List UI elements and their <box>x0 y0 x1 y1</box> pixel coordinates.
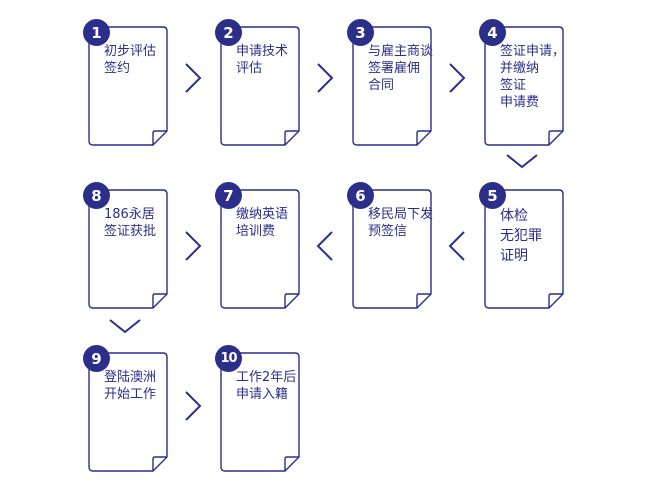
card-outline <box>484 189 564 309</box>
step-card-8: 8 186永居 签证获批 <box>83 182 183 310</box>
card-outline <box>88 189 168 309</box>
step-label: 缴纳英语 培训费 <box>236 207 289 239</box>
step-label: 186永居 签证获批 <box>104 207 157 239</box>
step-card-2: 2 申请技术 评估 <box>215 19 315 147</box>
step-card-1: 1 初步评估 签约 <box>83 19 183 147</box>
step-label: 申请技术 评估 <box>236 44 289 76</box>
step-number-badge: 2 <box>215 19 242 46</box>
step-number-badge: 5 <box>479 182 506 209</box>
step-number-badge: 8 <box>83 182 110 209</box>
step-card-9: 9 登陆澳洲 开始工作 <box>83 345 183 473</box>
card-outline <box>352 189 432 309</box>
step-number-badge: 4 <box>479 19 506 46</box>
arrow-left-icon <box>448 230 466 262</box>
step-label: 登陆澳洲 开始工作 <box>104 370 157 402</box>
arrow-right-icon <box>448 62 466 94</box>
card-outline <box>352 26 432 146</box>
step-number-badge: 7 <box>215 182 242 209</box>
step-card-6: 6 移民局下发 预签信 <box>347 182 447 310</box>
step-label: 签证申请， 并缴纳 签证 申请费 <box>500 44 566 110</box>
step-number-badge: 9 <box>83 345 110 372</box>
step-label: 初步评估 签约 <box>104 44 157 76</box>
step-card-5: 5 体检 无犯罪 证明 <box>479 182 579 310</box>
step-card-7: 7 缴纳英语 培训费 <box>215 182 315 310</box>
step-number-badge: 3 <box>347 19 374 46</box>
card-outline <box>88 26 168 146</box>
card-outline <box>220 352 300 472</box>
step-label: 体检 无犯罪 证明 <box>500 208 542 264</box>
arrow-right-icon <box>184 62 202 94</box>
step-number-badge: 1 <box>83 19 110 46</box>
step-label: 与雇主商谈 签署雇佣 合同 <box>368 44 434 93</box>
arrow-left-icon <box>316 230 334 262</box>
step-card-3: 3 与雇主商谈 签署雇佣 合同 <box>347 19 447 147</box>
arrow-right-icon <box>184 390 202 422</box>
arrow-down-icon <box>108 318 142 334</box>
card-outline <box>484 26 564 146</box>
step-number-badge: 6 <box>347 182 374 209</box>
card-outline <box>88 352 168 472</box>
step-card-10: 10 工作2年后 申请入籍 <box>215 345 315 473</box>
step-label: 工作2年后 申请入籍 <box>236 370 297 402</box>
card-outline <box>220 189 300 309</box>
arrow-right-icon <box>316 62 334 94</box>
step-number-badge: 10 <box>215 345 242 372</box>
arrow-right-icon <box>184 230 202 262</box>
step-card-4: 4 签证申请， 并缴纳 签证 申请费 <box>479 19 579 147</box>
step-label: 移民局下发 预签信 <box>368 207 434 239</box>
card-outline <box>220 26 300 146</box>
arrow-down-icon <box>505 153 539 169</box>
